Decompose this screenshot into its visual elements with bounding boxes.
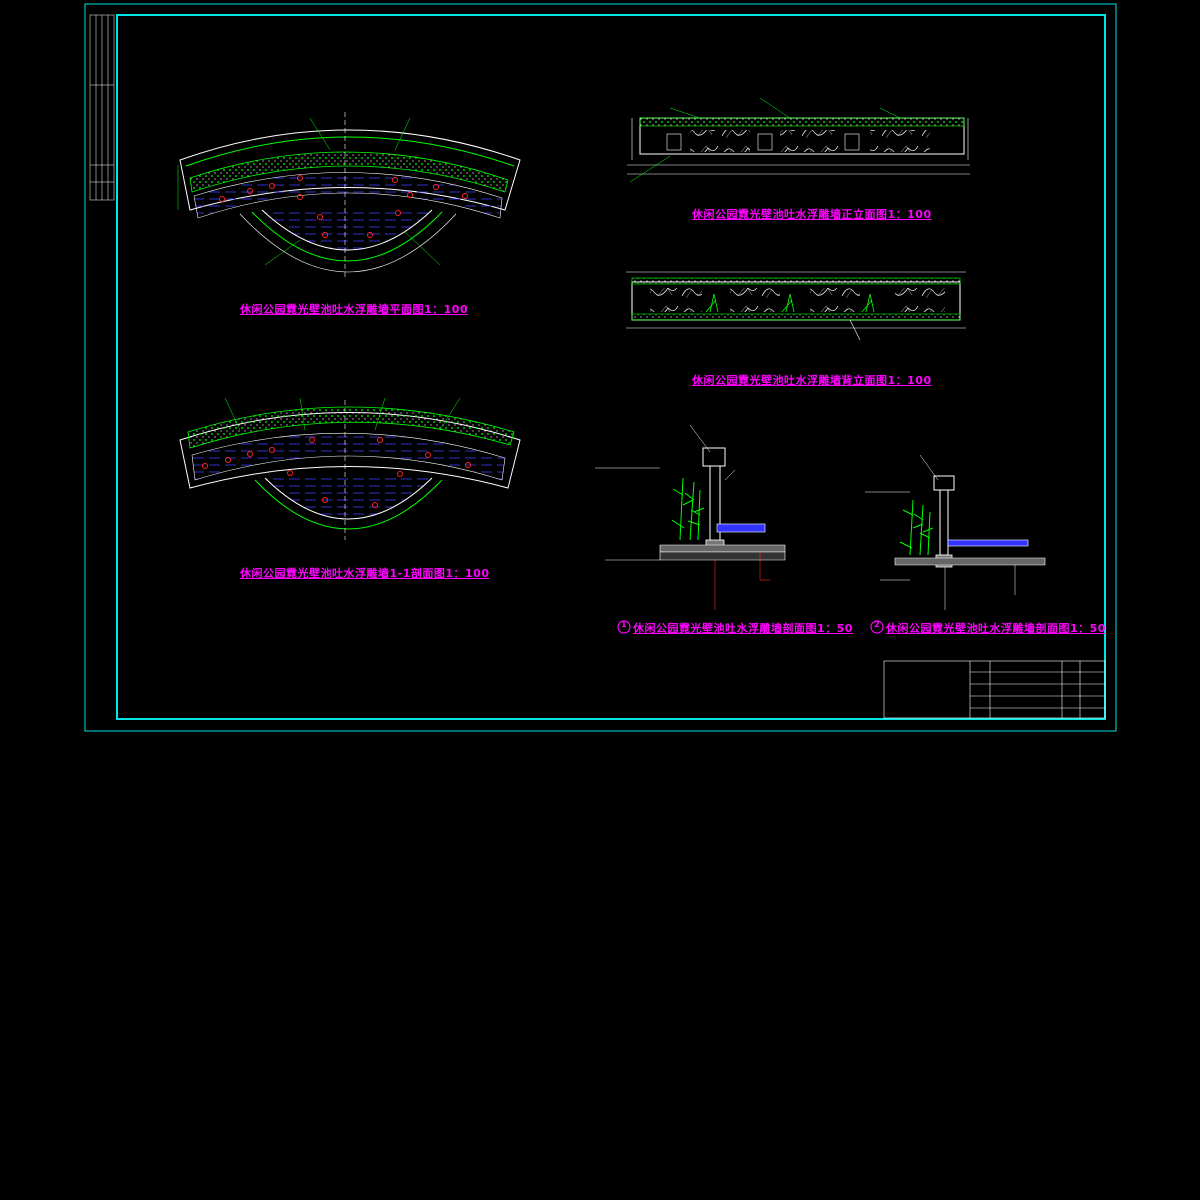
bamboo-planting-a (671, 477, 705, 541)
inner-border (116, 14, 1106, 720)
detail-section-b-view (865, 454, 1046, 634)
fountain-jets-section (202, 437, 471, 508)
back-elevation-view (626, 271, 966, 341)
detail-a-title: 休闲公园霓光壁池吐水浮雕墙剖面图1：50 (633, 622, 853, 635)
detail-mark-b (870, 620, 884, 634)
bamboo-planting-b (899, 499, 934, 556)
detail-mark-a-label: 1 (621, 620, 628, 629)
plan-view-title: 休闲公园霓光壁池吐水浮雕墙平面图1：100 (240, 303, 469, 316)
fountain-jets-plan (219, 175, 468, 238)
section-1-1-title: 休闲公园霓光壁池吐水浮雕墙1-1剖面图1：100 (240, 567, 490, 580)
detail-mark-a (617, 620, 631, 634)
detail-mark-b-label: 2 (874, 620, 881, 629)
title-block (883, 660, 1106, 719)
plan-view (177, 112, 521, 278)
binding-strip (89, 14, 115, 201)
detail-section-a-view (595, 424, 786, 634)
detail-b-title: 休闲公园霓光壁池吐水浮雕墙剖面图1：50 (886, 622, 1106, 635)
section-1-1-view (179, 397, 521, 540)
back-elevation-title: 休闲公园霓光壁池吐水浮雕墙背立面图1：100 (692, 374, 932, 387)
outer-border (84, 3, 1117, 732)
front-elevation-title: 休闲公园霓光壁池吐水浮雕墙正立面图1：100 (692, 208, 932, 221)
front-elevation-view (627, 97, 970, 183)
